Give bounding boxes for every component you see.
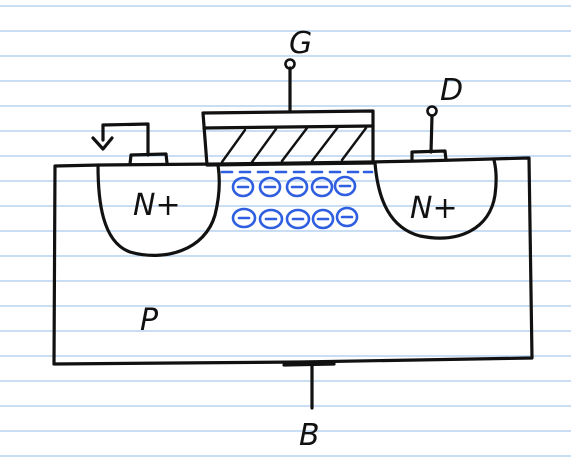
source-region-label: N+ [133,188,181,223]
body-terminal [282,362,336,410]
gate-terminal [284,58,296,113]
notebook-rules [0,5,571,457]
source-well [96,163,221,257]
drain-terminal [410,105,448,163]
substrate-outline [52,156,534,366]
ground-arrow-icon [91,136,114,151]
body-label: B [299,418,320,453]
gate-label: G [289,26,312,61]
source-terminal [101,122,169,166]
gate-stack [201,109,375,167]
drain-region-label: N+ [410,191,458,226]
drain-label: D [440,73,463,108]
electron-charges [231,175,359,230]
substrate-label: P [140,303,159,338]
drain-well [373,158,498,240]
